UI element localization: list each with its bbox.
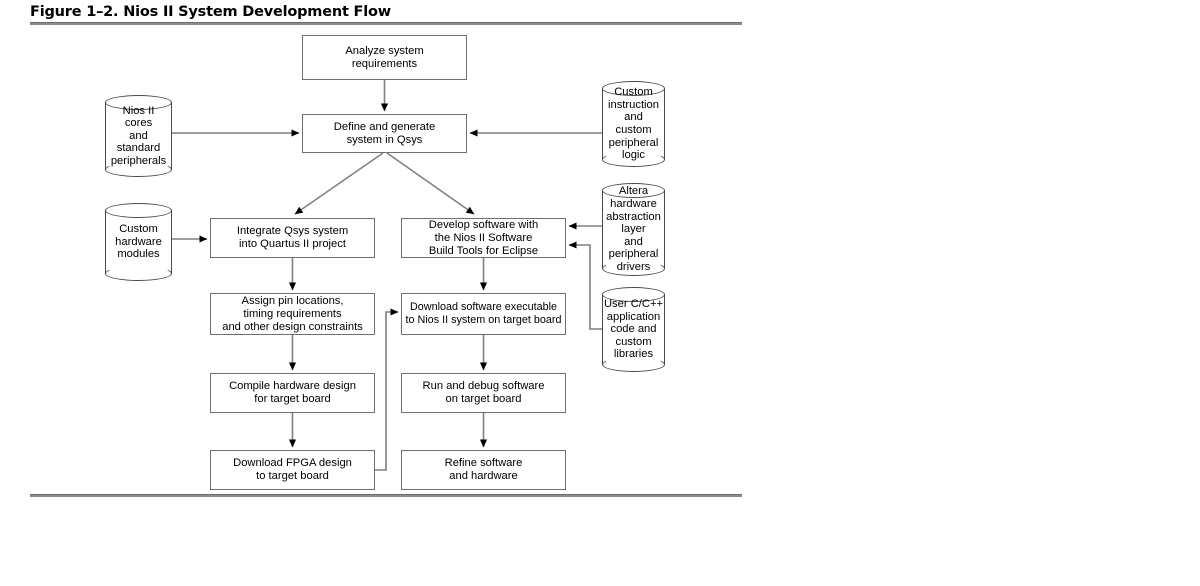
store-custom-hardware-modules[interactable]: Custom hardware modules [105,203,172,281]
cylinder-top-ellipse [602,81,665,96]
cylinder-bottom-ellipse [602,357,665,372]
cylinder-body [105,102,172,170]
cylinder-body [602,190,665,269]
edge-download-fpga-to-download-software [375,308,399,471]
cylinder-bottom-ellipse [105,266,172,281]
store-user-application-code[interactable]: User C/C++ application code and custom l… [602,287,665,372]
cylinder-bottom-ellipse [105,162,172,177]
cylinder-body [602,294,665,365]
node-analyze-system-requirements[interactable]: Analyze system requirements [302,35,467,80]
figure-caption: Figure 1–2. Nios II System Development F… [30,4,391,20]
store-label: Nios II cores and standard peripherals [110,104,167,167]
caption-rule-top [30,22,742,25]
edge-user-code-to-develop [568,241,602,330]
caption-rule-bottom [30,494,742,497]
store-nios-ii-cores[interactable]: Nios II cores and standard peripherals [105,95,172,177]
store-altera-hardware-abstraction-layer[interactable]: Altera hardware abstraction layer and pe… [602,183,665,276]
cylinder-top-ellipse [602,183,665,198]
store-custom-instruction-logic[interactable]: Custom instruction and custom peripheral… [602,81,665,167]
store-label: Custom hardware modules [115,223,162,261]
cylinder-bottom-ellipse [602,261,665,276]
cylinder-body [105,210,172,274]
store-label: User C/C++ application code and custom l… [603,298,664,361]
node-develop-software[interactable]: Develop software with the Nios II Softwa… [401,218,566,258]
node-integrate-qsys-system[interactable]: Integrate Qsys system into Quartus II pr… [210,218,375,258]
cylinder-body [602,88,665,160]
node-define-and-generate-system[interactable]: Define and generate system in Qsys [302,114,467,153]
cylinder-bottom-ellipse [602,152,665,167]
node-refine-software-and-hardware[interactable]: Refine software and hardware [401,450,566,490]
cylinder-top-ellipse [602,287,665,302]
store-label: Custom instruction and custom peripheral… [608,86,659,162]
node-compile-hardware-design[interactable]: Compile hardware design for target board [210,373,375,413]
node-run-and-debug-software[interactable]: Run and debug software on target board [401,373,566,413]
node-assign-pin-locations[interactable]: Assign pin locations, timing requirement… [210,293,375,335]
edge-define-to-integrate [294,152,384,215]
edge-define-to-develop [386,152,475,215]
cylinder-top-ellipse [105,95,172,110]
store-label: Altera hardware abstraction layer and pe… [606,185,661,273]
node-download-fpga-design[interactable]: Download FPGA design to target board [210,450,375,490]
node-download-software-executable[interactable]: Download software executable to Nios II … [401,293,566,335]
cylinder-top-ellipse [105,203,172,218]
